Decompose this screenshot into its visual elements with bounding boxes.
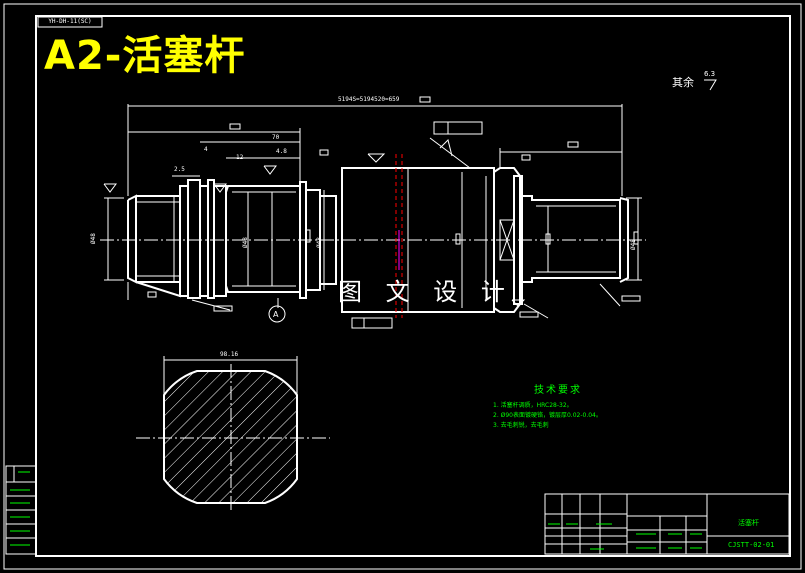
dimension-4-8: 4.8 — [276, 148, 287, 155]
datum-circle — [268, 305, 286, 323]
dimension-dia-left: Ø48 — [90, 233, 97, 244]
datum-label: A — [273, 310, 279, 319]
tech-requirement-item: 2. Ø90表面镀硬铬，镀层厚0.02-0.04。 — [493, 412, 602, 419]
dimension-dia-neck: Ø48 — [316, 237, 323, 248]
dimension-2-5: 2.5 — [174, 166, 185, 173]
dimension-dia-mid: Ø48 — [242, 237, 249, 248]
dimension-4: 4 — [204, 146, 208, 153]
dimension-dia-right: Ø48 — [630, 239, 637, 250]
page-title: A2-活塞杆 — [44, 33, 246, 79]
stamp-box — [37, 16, 103, 28]
tech-requirement-item: 1. 活塞杆调质，HRC28-32。 — [493, 402, 573, 409]
dimension-70: 70 — [272, 134, 280, 141]
drawing-stamp: YH-DH-11(SC) — [48, 18, 92, 25]
drawing-border — [35, 15, 791, 557]
tech-requirements-title: 技术要求 — [534, 385, 582, 396]
section-view — [136, 356, 330, 512]
roughness-label: 其余 — [672, 76, 694, 89]
left-margin-table — [5, 465, 37, 555]
dimension-overall: 5194S=5194520=659 — [338, 96, 400, 103]
dimension-12: 12 — [236, 154, 244, 161]
tech-requirement-item: 3. 去毛刺锐，去毛刺 — [493, 422, 549, 429]
roughness-value: 6.3 — [704, 70, 716, 78]
title-block-drawing-code: CJSTT-02-01 — [728, 541, 775, 549]
title-block — [544, 493, 790, 555]
dimension-section-width: 98.16 — [220, 351, 239, 358]
title-block-part-name: 活塞杆 — [738, 519, 759, 527]
watermark: 图 文 设 计 — [338, 278, 513, 306]
